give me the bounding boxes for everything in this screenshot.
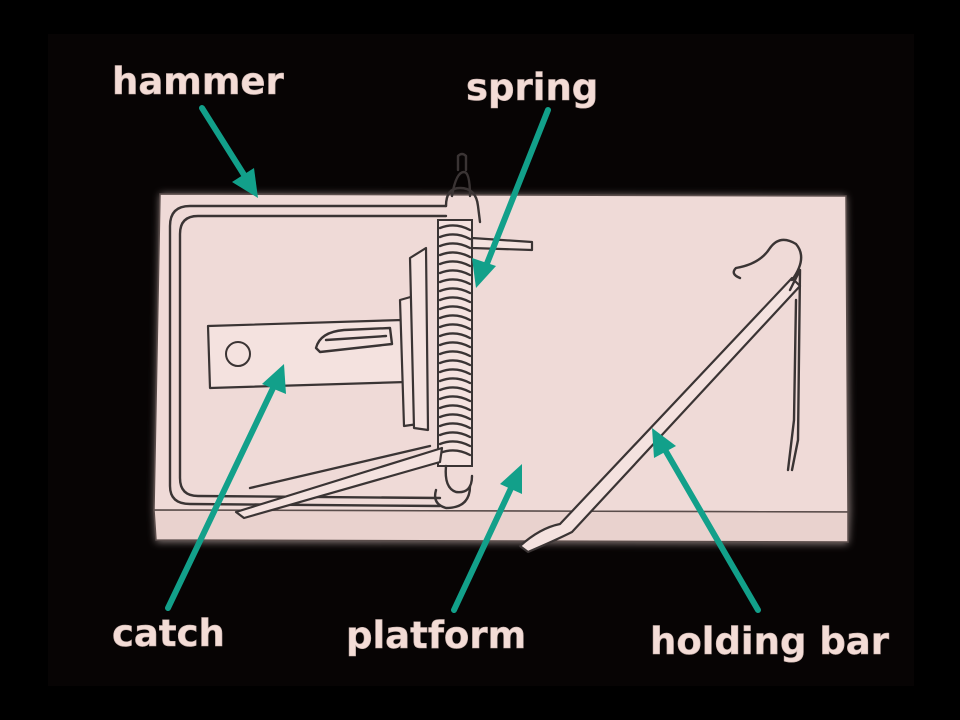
hammer-arm-rod <box>234 444 444 520</box>
spring-coil-turn <box>438 242 472 250</box>
arrow-holding-bar <box>652 428 761 613</box>
arrow-platform <box>451 464 522 613</box>
arrow-spring <box>472 107 551 288</box>
spring-coil-turn <box>438 440 472 448</box>
spring-coil-turn <box>438 341 472 349</box>
spring-coil-turn <box>438 422 472 430</box>
hammer-wire <box>168 204 448 508</box>
spring-coil-turn <box>438 413 472 421</box>
arrow-catch <box>165 364 286 611</box>
catch-plate <box>206 246 430 432</box>
spring-coil-turn <box>438 395 472 403</box>
spring-coil-turn <box>438 314 472 322</box>
spring-coil <box>433 152 534 510</box>
spring-coil-turn <box>438 431 472 439</box>
platform-board <box>153 193 850 544</box>
arrow-hammer <box>199 105 258 198</box>
spring-coil-turn <box>438 260 472 268</box>
spring-coil-turn <box>438 233 472 241</box>
label-holding-bar: holding bar <box>650 620 890 663</box>
spring-coil-turn <box>438 269 472 277</box>
spring-coil-turn <box>438 377 472 385</box>
spring-coil-turn <box>438 359 472 367</box>
spring-coil-turn <box>438 224 472 232</box>
spring-coil-turn <box>438 350 472 358</box>
spring-coil-turn <box>438 251 472 259</box>
spring-coil-turn <box>438 296 472 304</box>
spring-coil-turn <box>438 386 472 394</box>
label-hammer: hammer <box>112 60 285 103</box>
spring-coil-turn <box>438 287 472 295</box>
spring-coil-turn <box>438 404 472 412</box>
label-catch: catch <box>112 612 225 655</box>
spring-coil-turn <box>438 305 472 313</box>
label-platform: platform <box>346 614 526 657</box>
spring-coil-turn <box>438 332 472 340</box>
spring-coil-turn <box>438 278 472 286</box>
spring-coil-turn <box>438 368 472 376</box>
label-spring: spring <box>466 66 598 109</box>
holding-bar-wire <box>518 238 803 554</box>
spring-coil-turn <box>438 323 472 331</box>
